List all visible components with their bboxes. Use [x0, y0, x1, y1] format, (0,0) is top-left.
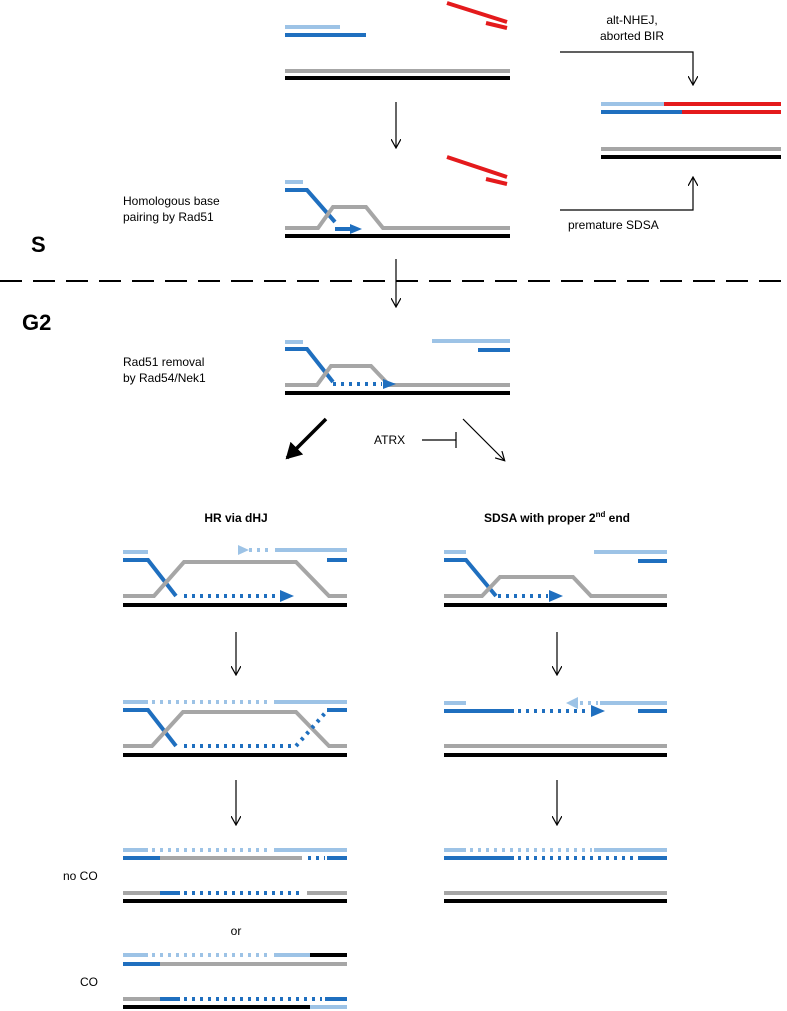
rad51-removal-label-2: by Rad54/Nek1 — [123, 371, 206, 385]
atrx-label: ATRX — [374, 433, 405, 447]
alt-nhej-branch — [560, 51, 781, 211]
hr-no-co — [123, 848, 347, 903]
sdsa-step-2 — [444, 697, 667, 757]
rad51-removal-label-1: Rad51 removal — [123, 355, 204, 369]
premature-sdsa-label: premature SDSA — [568, 218, 659, 232]
co-label: CO — [80, 975, 98, 989]
homologous-pairing-state — [285, 155, 510, 238]
homologous-label-2: pairing by Rad51 — [123, 210, 214, 224]
hr-co — [123, 953, 347, 1009]
no-co-label: no CO — [63, 869, 98, 883]
rad51-removal-state — [285, 339, 510, 395]
or-label: or — [231, 924, 242, 938]
arrow-to-hr — [285, 417, 328, 460]
phase-g2-label: G2 — [22, 310, 51, 335]
phase-s-label: S — [31, 232, 46, 257]
top-initial-state — [285, 1, 510, 80]
sdsa-result — [444, 848, 667, 903]
hr-dhj-title: HR via dHJ — [204, 511, 267, 525]
hr-step-2 — [123, 700, 347, 757]
homologous-label-1: Homologous base — [123, 194, 220, 208]
hr-step-1 — [123, 545, 347, 607]
sdsa-step-1 — [444, 550, 667, 607]
arrow-to-sdsa — [462, 418, 504, 460]
alt-nhej-label-2: aborted BIR — [600, 29, 664, 43]
alt-nhej-label-1: alt-NHEJ, — [606, 13, 657, 27]
sdsa-title: SDSA with proper 2nd end — [484, 510, 630, 525]
